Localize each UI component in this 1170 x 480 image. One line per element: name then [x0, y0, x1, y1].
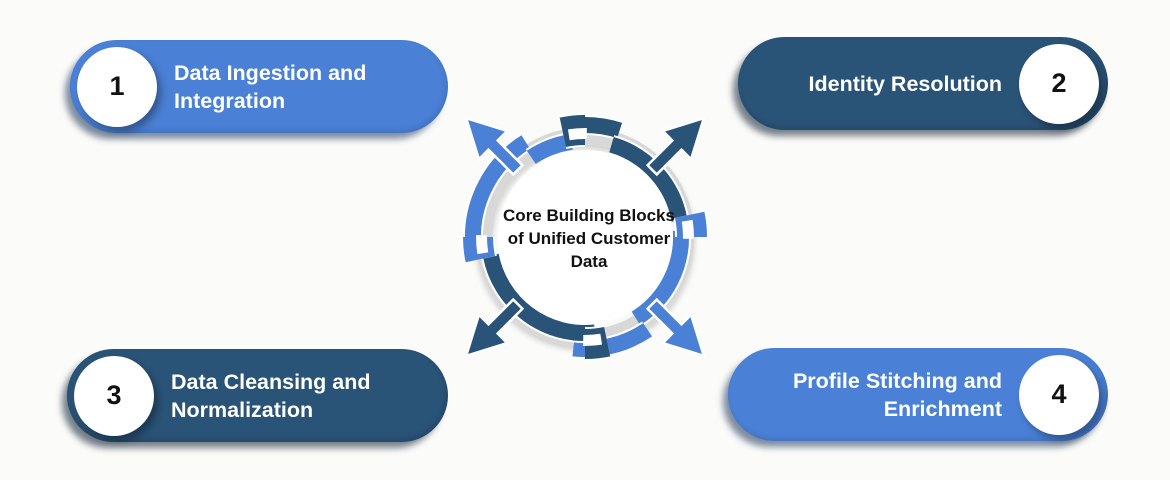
- step-number-2: 2: [1051, 68, 1067, 98]
- arrow-nw-icon: [464, 116, 525, 177]
- arrow-se-icon: [645, 297, 706, 358]
- segment-start-block-3: [672, 211, 710, 239]
- step-pill-3: 3 Data Cleansing and Normalization: [67, 349, 448, 442]
- arrow-ne-icon: [645, 116, 706, 177]
- step-label-2: Identity Resolution: [808, 71, 1003, 96]
- center-disc: [498, 150, 672, 324]
- step-pill-2: 2 Identity Resolution: [738, 37, 1108, 130]
- step-label-4: Profile Stitching and Enrichment: [792, 368, 1002, 421]
- segment-start-block-12: [559, 112, 587, 150]
- step-pill-1: 1 Data Ingestion and Integration: [70, 40, 448, 133]
- cycle-diagram: [460, 112, 710, 362]
- segment-arc-2: [572, 229, 692, 359]
- diagram-title: Core Building Blocks of Unified Customer…: [503, 206, 675, 271]
- step-label-3: Data Cleansing and Normalization: [171, 369, 371, 422]
- step-number-badge-4: 4: [1019, 354, 1099, 435]
- segment-arc-3: [480, 253, 597, 343]
- step-number-badge-1: 1: [77, 46, 157, 127]
- segment-start-block-9: [460, 235, 498, 263]
- step-label-1: Data Ingestion and Integration: [174, 60, 367, 113]
- step-number-badge-2: 2: [1019, 43, 1099, 124]
- step-number-badge-3: 3: [74, 355, 154, 436]
- step-number-1: 1: [109, 71, 125, 101]
- arrow-sw-icon: [464, 297, 525, 358]
- step-number-3: 3: [106, 380, 122, 410]
- segment-start-block-6: [583, 324, 611, 362]
- step-number-4: 4: [1051, 379, 1067, 409]
- step-pill-4: 4 Profile Stitching and Enrichment: [728, 348, 1108, 441]
